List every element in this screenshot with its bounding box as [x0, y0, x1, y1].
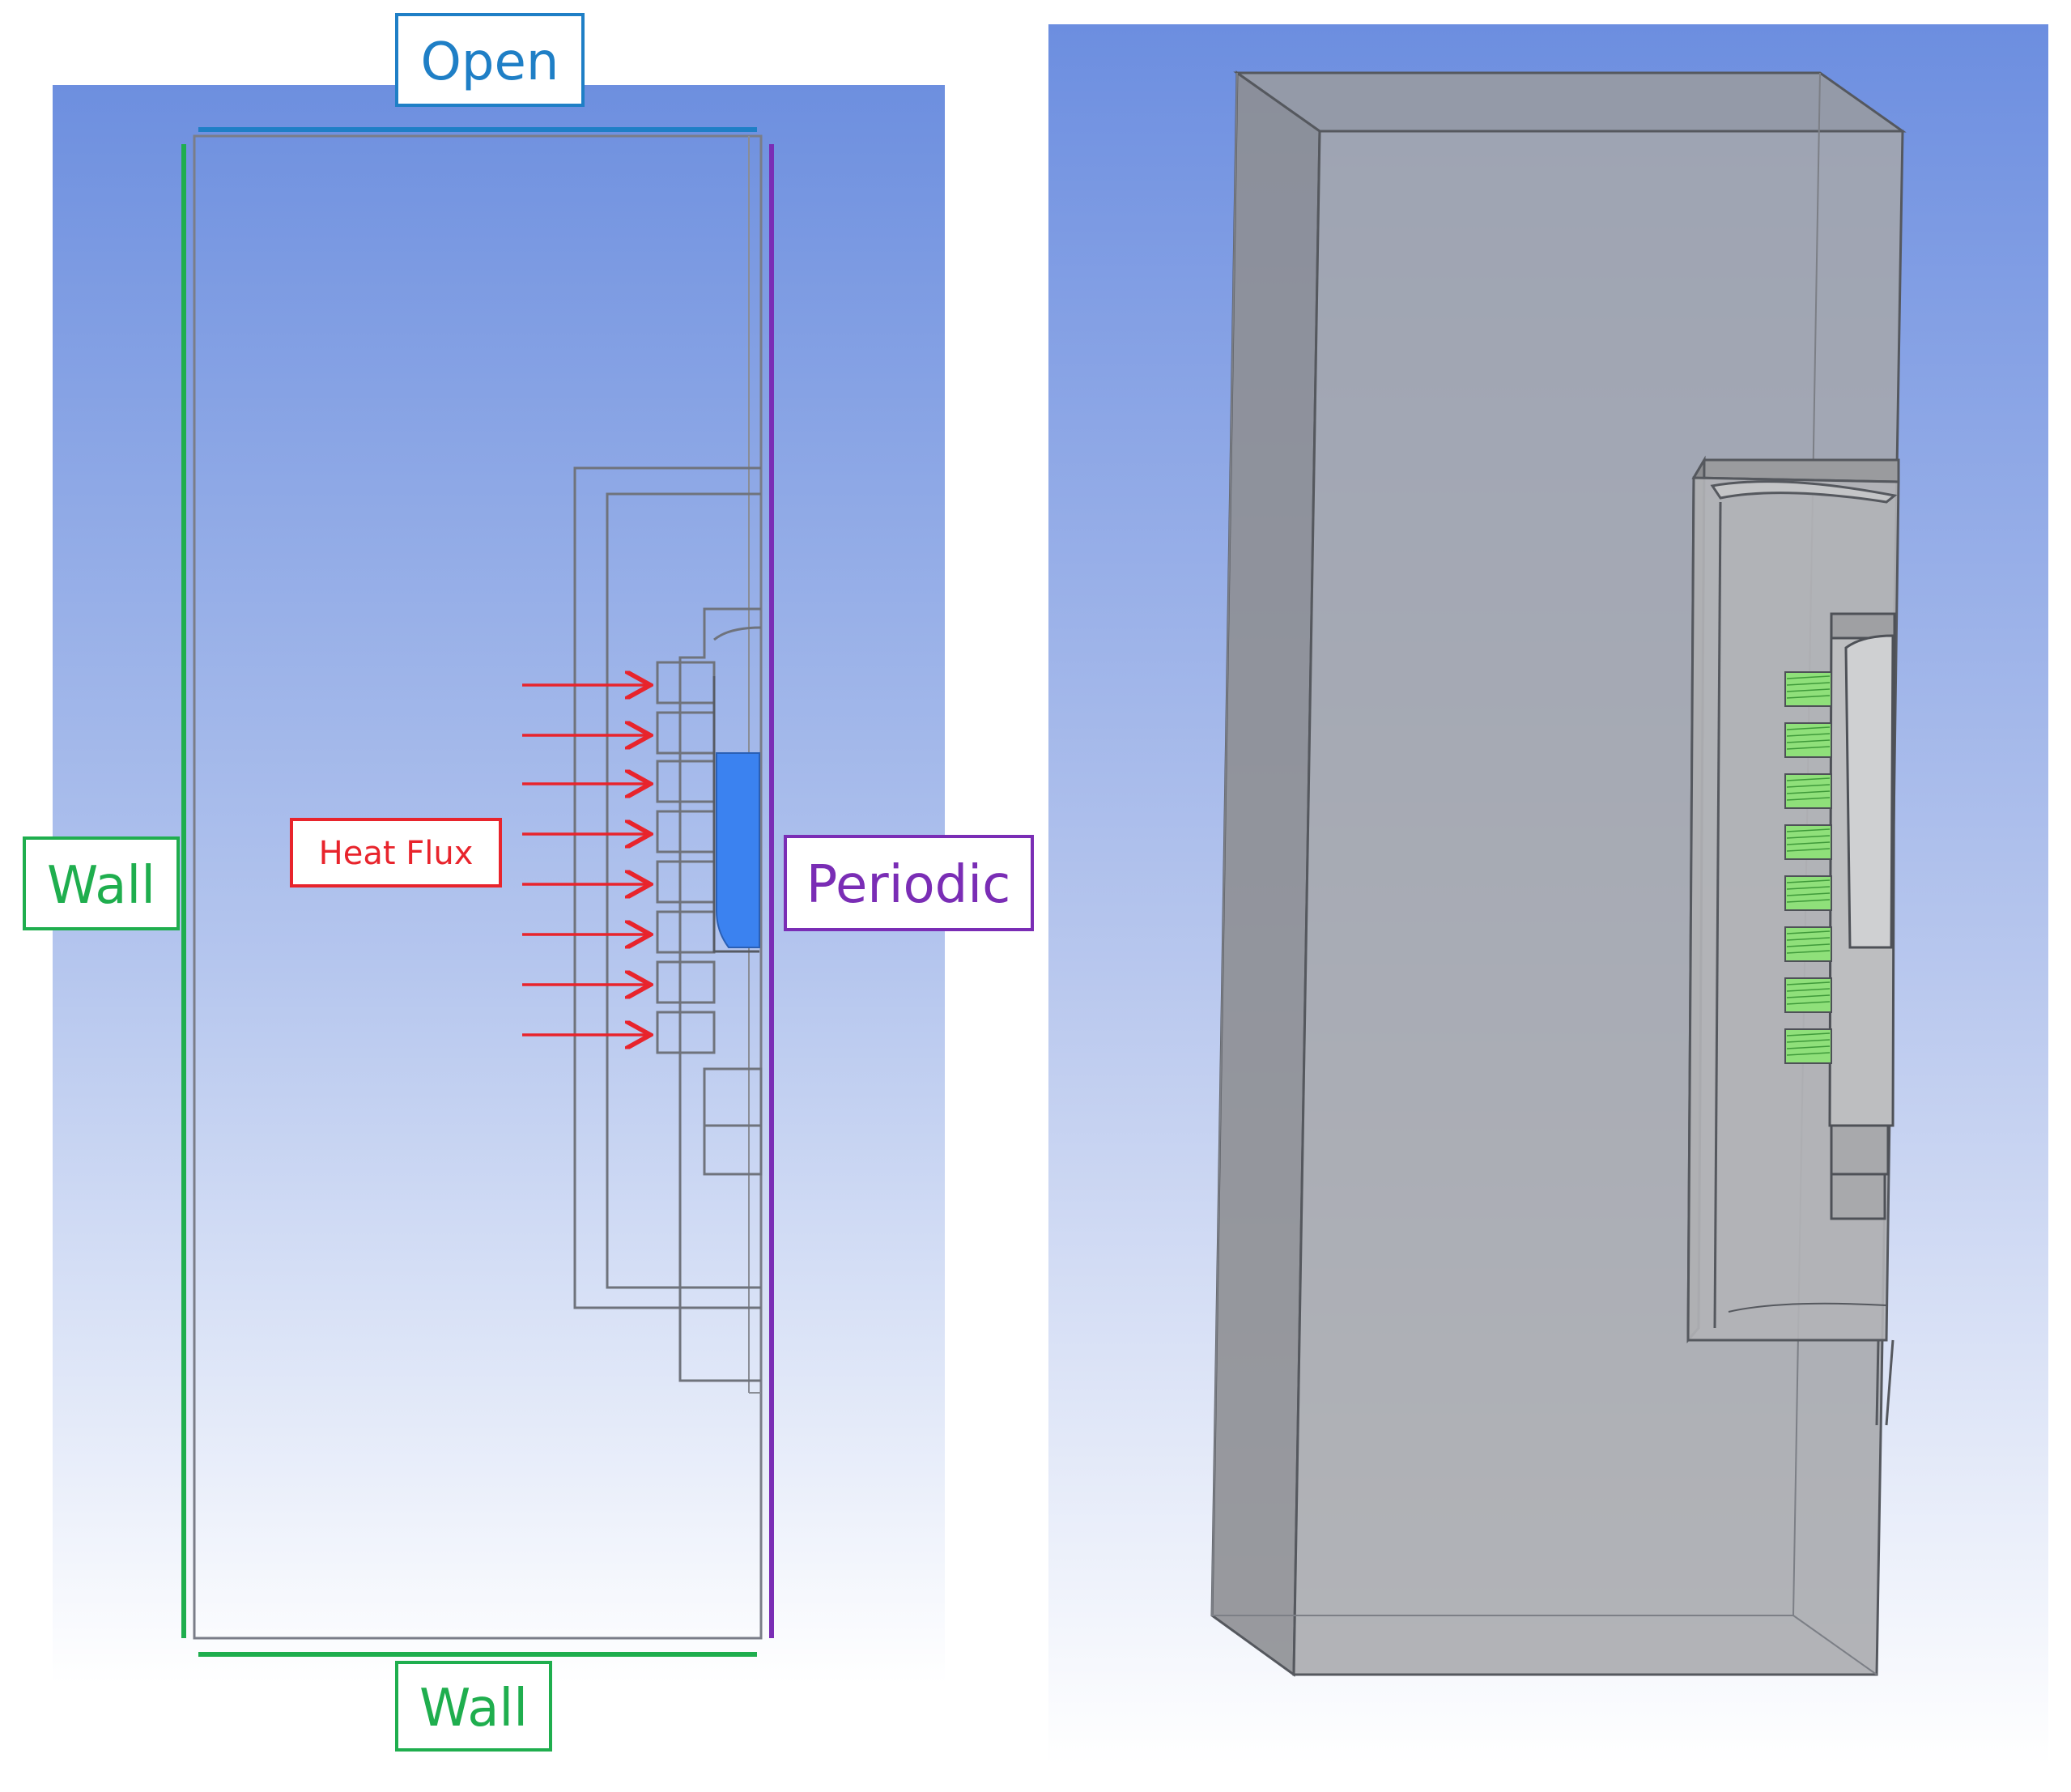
wall-left-label-box: Wall: [23, 836, 180, 930]
heat-flux-arrows: [522, 685, 648, 1035]
fins-3d-highlighted: [1784, 671, 1832, 1064]
open-label: Open: [421, 32, 559, 92]
fin-3d: [1784, 671, 1832, 707]
fin-3d: [1784, 773, 1832, 809]
heat-sink-3d: [1828, 612, 1896, 1220]
wall-left-label: Wall: [47, 856, 155, 916]
domain-outline: [193, 134, 763, 1640]
fin-3d: [1784, 926, 1832, 962]
heat-flux-label: Heat Flux: [319, 835, 474, 872]
wall-bottom-label-box: Wall: [395, 1661, 552, 1752]
periodic-label-box: Periodic: [784, 835, 1034, 931]
wall-bottom-label: Wall: [419, 1679, 528, 1739]
periodic-label: Periodic: [806, 855, 1011, 915]
fin-3d: [1784, 824, 1832, 860]
heated-block: [716, 752, 760, 948]
open-label-box: Open: [395, 13, 585, 107]
casing-outline: [573, 466, 762, 1382]
heat-flux-label-box: Heat Flux: [290, 818, 502, 887]
left-panel-2d-view: Open Wall Wall Periodic Heat Flux: [23, 13, 1034, 1752]
fin-3d: [1784, 722, 1832, 758]
fin-block: [656, 960, 716, 1004]
fin-3d: [1784, 1028, 1832, 1064]
right-panel-3d-view: [1048, 24, 2048, 1765]
fin-3d: [1784, 977, 1832, 1013]
fin-block: [656, 1011, 716, 1054]
fin-3d: [1784, 875, 1832, 911]
